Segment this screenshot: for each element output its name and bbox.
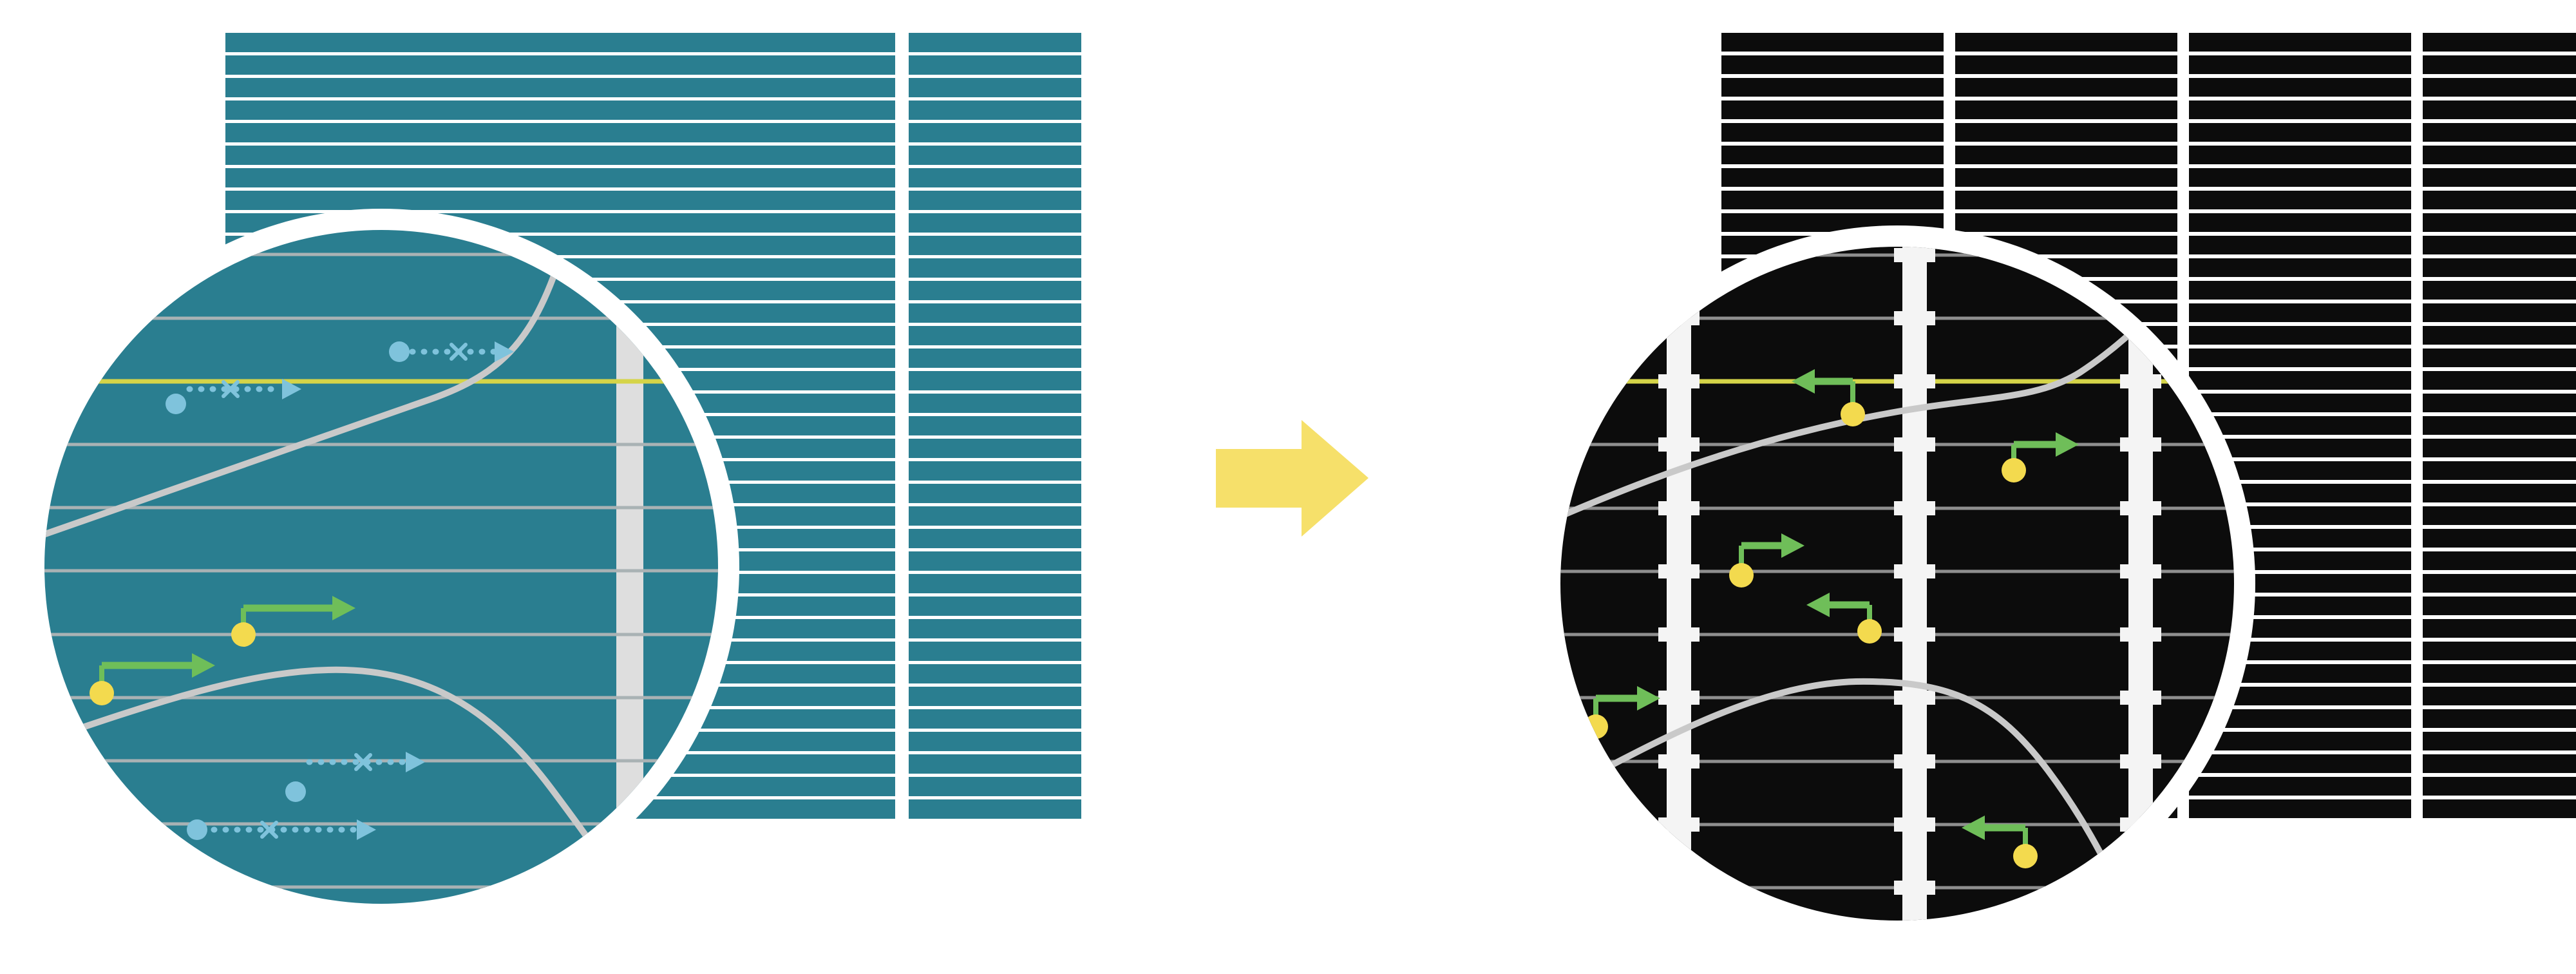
busbar-pad xyxy=(1658,564,1700,578)
busbar-pad xyxy=(1658,437,1700,452)
carrier-arrowhead-icon xyxy=(1792,369,1815,394)
electron-arrowhead-icon xyxy=(495,341,514,362)
busbar-pad xyxy=(2120,881,2161,895)
busbar-pad xyxy=(2120,627,2161,642)
carrier-arrowhead-icon xyxy=(1806,593,1830,617)
multi-busbar-cell-segment-4 xyxy=(2423,33,2576,821)
grain-boundary-curve xyxy=(1560,267,2193,531)
standard-busbar-cell-segment-2 xyxy=(909,33,1081,821)
busbar-pad xyxy=(1658,627,1700,642)
busbar-pad xyxy=(1894,691,1935,705)
electron-dot xyxy=(166,394,186,414)
busbar-pad xyxy=(1894,501,1935,515)
busbar-pad xyxy=(2120,248,2161,262)
busbar-pad xyxy=(2120,501,2161,515)
busbar-pad xyxy=(2120,691,2161,705)
carrier-dot xyxy=(90,681,114,705)
electron-dot xyxy=(285,781,306,802)
busbar-pad xyxy=(1894,627,1935,642)
magnified-busbar xyxy=(1894,247,1935,921)
electron-arrowhead-icon xyxy=(357,819,376,840)
busbar-pad xyxy=(2120,437,2161,452)
inset-background xyxy=(44,230,718,904)
carrier-dot xyxy=(1729,563,1754,587)
collected-carrier xyxy=(231,596,355,647)
carrier-dot xyxy=(231,622,256,647)
electron-dot xyxy=(389,341,410,362)
busbar-pad xyxy=(1658,374,1700,388)
busbar-pad xyxy=(1658,881,1700,895)
electron-arrowhead-icon xyxy=(282,379,301,399)
collected-carrier xyxy=(1962,816,2038,868)
carrier-arrowhead-icon xyxy=(1781,533,1804,558)
standard-busbar-cell-magnifier-inset xyxy=(23,209,739,925)
collected-carrier xyxy=(1792,369,1865,426)
carrier-dot xyxy=(1857,619,1882,644)
busbar-pad xyxy=(1658,817,1700,832)
busbar-pad xyxy=(1894,248,1935,262)
busbar-pad xyxy=(1894,374,1935,388)
busbar-pad xyxy=(1894,437,1935,452)
collected-carrier xyxy=(90,653,215,705)
busbar-pad xyxy=(1894,881,1935,895)
busbar-pad xyxy=(1658,691,1700,705)
carrier-dot xyxy=(2013,844,2038,868)
busbar-pad xyxy=(1658,754,1700,769)
busbar-pad xyxy=(2120,754,2161,769)
busbar-pad xyxy=(2120,374,2161,388)
busbar-pad xyxy=(1658,248,1700,262)
blocked-electron-path xyxy=(187,819,376,840)
electron-arrowhead-icon xyxy=(406,752,425,772)
blocked-electron-path xyxy=(389,341,514,362)
grain-boundary-curve xyxy=(44,251,565,549)
busbar-pad xyxy=(1894,817,1935,832)
carrier-dot xyxy=(1841,402,1865,426)
busbar-pad xyxy=(2120,564,2161,578)
electron-dot xyxy=(187,819,207,840)
carrier-arrowhead-icon xyxy=(2056,432,2079,457)
transition-arrow xyxy=(1216,420,1368,537)
carrier-dot xyxy=(2002,458,2026,482)
transition-arrow-shape xyxy=(1216,420,1368,537)
busbar-pad xyxy=(1894,754,1935,769)
carrier-arrowhead-icon xyxy=(332,596,355,620)
busbar-pad xyxy=(1894,564,1935,578)
carrier-arrowhead-icon xyxy=(1637,686,1660,711)
busbar-pad xyxy=(1658,501,1700,515)
collected-carrier xyxy=(1729,533,1804,587)
collected-carrier xyxy=(2002,432,2079,482)
busbar-pad xyxy=(1894,311,1935,325)
blocked-electron-path xyxy=(285,752,425,802)
carrier-arrowhead-icon xyxy=(1962,816,1985,840)
collected-carrier xyxy=(1806,593,1882,644)
grain-boundary-curve xyxy=(1560,678,2143,921)
multi-busbar-cell-magnifier-inset xyxy=(1539,225,2255,942)
carrier-arrowhead-icon xyxy=(192,653,215,678)
blocked-electron-path xyxy=(166,379,301,414)
